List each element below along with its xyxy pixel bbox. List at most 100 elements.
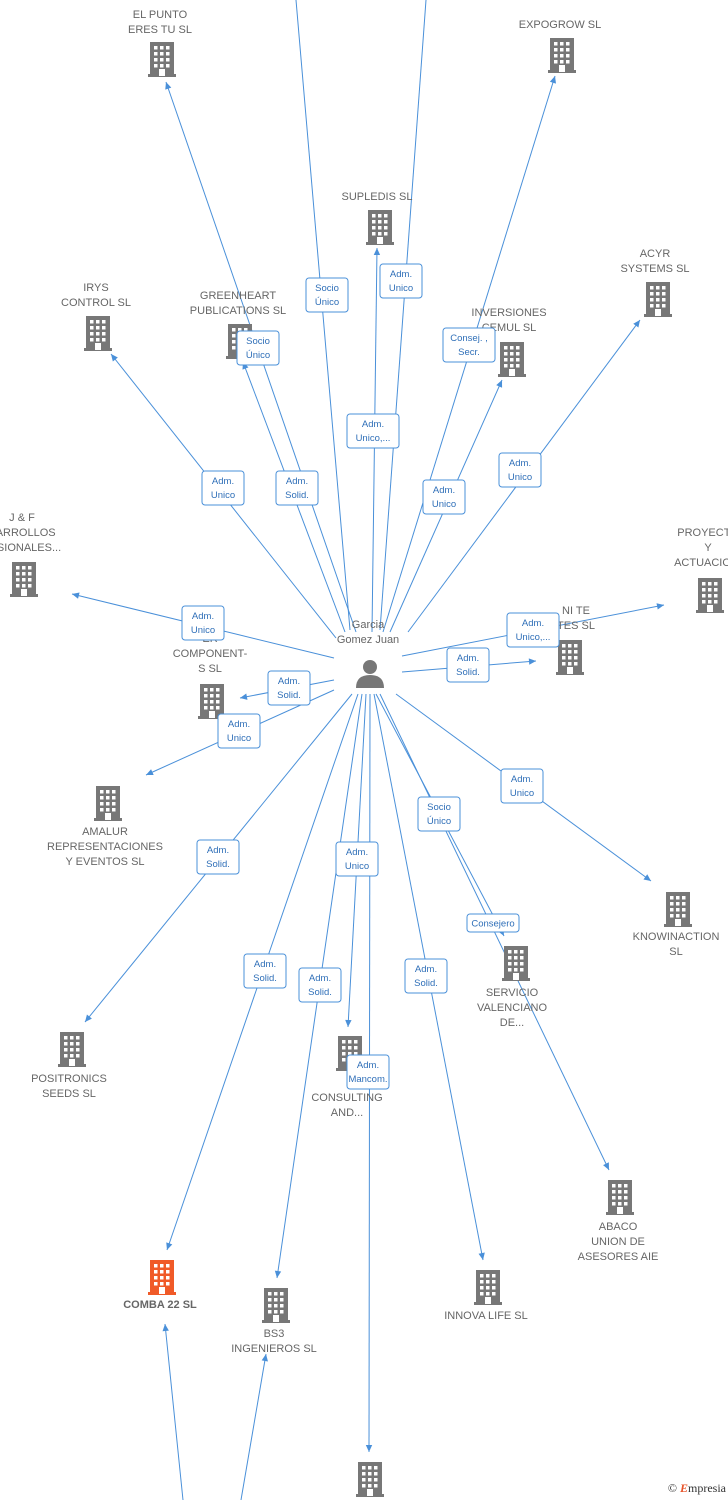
building-icon[interactable] [94, 786, 122, 821]
role-label-box[interactable]: Adm. Mancom. [346, 1054, 390, 1090]
company-name-line: EL PUNTO [133, 9, 188, 21]
role-label-box[interactable]: Adm.Solid. [243, 953, 287, 989]
building-icon[interactable] [148, 1260, 176, 1295]
role-label-box[interactable]: Adm.Unico [335, 841, 379, 877]
brand-name: mpresia [688, 1481, 726, 1495]
role-label-box[interactable]: Adm.Unico [379, 263, 423, 299]
company-name-line: SEEDS SL [42, 1088, 96, 1100]
role-label-box[interactable]: Adm.Solid. [267, 670, 311, 706]
role-label-box[interactable]: Adm.Unico,... [346, 413, 400, 449]
role-text: Socio [246, 336, 270, 347]
company-node-comba[interactable]: COMBA 22 SL [123, 1260, 197, 1311]
building-icon[interactable] [10, 562, 38, 597]
company-name-line: KNOWINACTION [633, 931, 720, 943]
role-label-box[interactable]: Consej. ,Secr. [442, 327, 496, 363]
company-name-line: UNION DE [591, 1236, 645, 1248]
company-name-line: FESIONALES... [0, 542, 61, 554]
role-label-box[interactable]: Adm.Solid. [275, 470, 319, 506]
building-icon[interactable] [644, 282, 672, 317]
empresia-brand[interactable]: © Empresia [668, 1481, 726, 1496]
company-node-proyectos[interactable]: PROYECTOYACTUACIONI [674, 527, 728, 613]
building-icon[interactable] [474, 1270, 502, 1305]
role-text: Mancom. [348, 1074, 387, 1085]
arrowhead [549, 76, 556, 84]
role-label-box[interactable]: Adm.Unico [217, 713, 261, 749]
company-node-supledis[interactable]: SUPLEDIS SL [342, 191, 413, 245]
building-icon[interactable] [356, 1462, 384, 1497]
building-icon[interactable] [198, 684, 226, 719]
company-name-line: INVERSIONES [471, 307, 546, 319]
building-icon[interactable] [148, 42, 176, 77]
role-text: Adm. [357, 1060, 379, 1071]
arrowhead [633, 320, 640, 328]
company-node-bottom[interactable] [356, 1462, 384, 1497]
building-icon[interactable] [262, 1288, 290, 1323]
role-box-frame [335, 841, 379, 877]
role-box-frame [305, 277, 349, 313]
role-box-frame [498, 452, 542, 488]
role-text: Solid. [414, 978, 438, 989]
role-text: Solid. [253, 973, 277, 984]
building-icon[interactable] [556, 640, 584, 675]
company-node-consulting[interactable]: CONSULTINGAND... [311, 1036, 383, 1119]
role-text: Solid. [308, 987, 332, 998]
company-name-line: ACYR [640, 248, 671, 260]
company-node-expogrow[interactable]: EXPOGROW SL [519, 19, 602, 73]
building-icon[interactable] [58, 1032, 86, 1067]
building-icon[interactable] [498, 342, 526, 377]
building-icon[interactable] [84, 316, 112, 351]
company-node-component[interactable]: ERCOMPONENT-S SL [173, 633, 248, 719]
company-name-line: S SL [198, 663, 222, 675]
role-label-box[interactable]: Adm.Solid. [196, 839, 240, 875]
company-name-line: GREENHEART [200, 290, 276, 302]
building-icon[interactable] [606, 1180, 634, 1215]
role-label-box[interactable]: Adm.Unico,... [506, 612, 560, 648]
arrowhead [240, 693, 248, 700]
role-label-box[interactable]: Adm.Unico [181, 605, 225, 641]
role-label-box[interactable]: Adm.Unico [201, 470, 245, 506]
company-node-servicio[interactable]: SERVICIOVALENCIANODE... [477, 946, 548, 1029]
building-icon[interactable] [696, 578, 724, 613]
building-icon[interactable] [548, 38, 576, 73]
company-node-jf[interactable]: J & FSARROLLOSFESIONALES... [0, 512, 61, 597]
role-box-frame [466, 913, 520, 933]
role-label-box[interactable]: Adm.Unico [500, 768, 544, 804]
arrowhead [365, 1444, 373, 1452]
arrowhead [643, 874, 651, 881]
arrowhead [496, 380, 503, 388]
role-text: Secr. [458, 347, 480, 358]
role-label-box[interactable]: Adm.Unico [422, 479, 466, 515]
company-name-line: AMALUR [82, 826, 128, 838]
role-label-box[interactable]: Adm.Solid. [404, 958, 448, 994]
role-text: Solid. [456, 667, 480, 678]
company-node-innova[interactable]: INNOVA LIFE SL [444, 1270, 528, 1322]
company-name-line: TES SL [557, 620, 595, 632]
role-label-box[interactable]: Adm.Unico [498, 452, 542, 488]
building-icon[interactable] [366, 210, 394, 245]
role-label-box[interactable]: Adm.Solid. [298, 967, 342, 1003]
arrowhead [85, 1014, 92, 1022]
company-name-line: SARROLLOS [0, 527, 56, 539]
person-icon [356, 660, 384, 688]
role-label-box[interactable]: Adm.Solid. [446, 647, 490, 683]
building-icon[interactable] [502, 946, 530, 981]
arrowhead [146, 769, 154, 776]
role-label-box[interactable]: Consejero [466, 913, 520, 933]
arrowhead [162, 1324, 169, 1332]
building-icon[interactable] [664, 892, 692, 927]
